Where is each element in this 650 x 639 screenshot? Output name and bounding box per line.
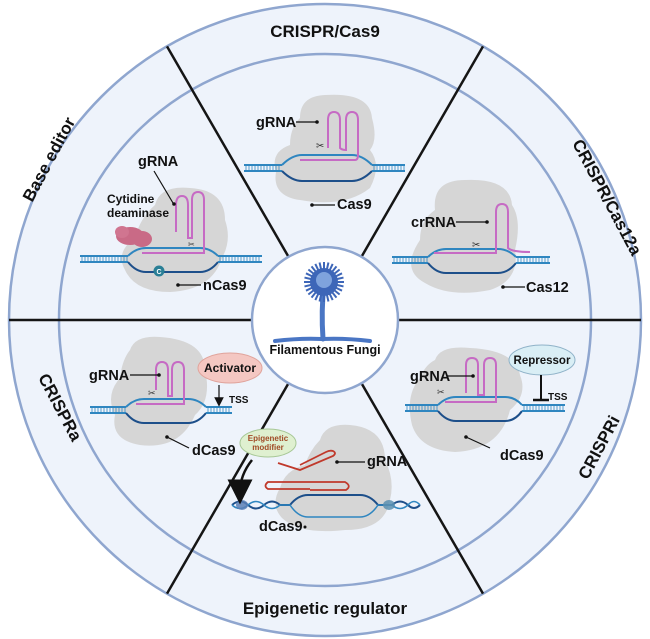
segment-crispr-cas9: ✂ gRNA Cas9: [244, 94, 405, 213]
conidia-spike: [328, 293, 334, 301]
conidia-spike: [318, 294, 323, 302]
dna-duplex: [392, 248, 550, 274]
activator-bubble: [197, 352, 263, 384]
label-protein: nCas9: [203, 278, 247, 294]
conidia-spike: [318, 262, 323, 270]
grna-strand: [264, 481, 350, 491]
segment-crispra: ✂ Activator TSS gRNA dCas9: [89, 336, 263, 459]
conidia-spike: [310, 291, 317, 299]
label-tss: TSS: [229, 395, 249, 406]
edited-base-c: [153, 265, 165, 277]
label-epigenetic-modifier-line2: modifier: [252, 443, 284, 452]
grna-hairpin: [300, 110, 359, 161]
scissors-icon: ✂: [188, 240, 195, 249]
conidia-spike: [305, 286, 313, 292]
pointer-protein: [166, 436, 190, 449]
segment-dividers: [9, 45, 641, 595]
dcas9-protein-shape: [275, 424, 392, 532]
epigenetic-modifier-bubble: [239, 428, 297, 458]
segment-crispr-cas12a: ✂ crRNA Cas12: [392, 179, 569, 296]
conidia-spike: [331, 265, 338, 273]
label-cytidine-deaminase-line1: Cytidine: [107, 192, 155, 206]
label-repressor: Repressor: [514, 355, 571, 367]
dna-duplex: [80, 247, 262, 273]
modification-arrow: [227, 459, 253, 505]
segment-epigenetic-regulator: Epigenetic modifier gRNA dCas9: [227, 424, 421, 535]
dcas9-protein-shape: [409, 347, 523, 452]
nucleosome-icon: [236, 500, 248, 510]
conidia-spike: [333, 268, 341, 275]
scissors-icon: ✂: [472, 240, 480, 251]
label-protein: Cas12: [526, 280, 569, 296]
pointer-grna: [153, 170, 174, 204]
pointer-protein: [465, 436, 491, 449]
cytidine-deaminase-enzyme: [115, 226, 152, 247]
conidia-spike: [336, 276, 344, 281]
label-crrna: crRNA: [411, 215, 457, 231]
ncas9-protein-shape: [121, 187, 228, 292]
cas12-protein-shape: [411, 179, 518, 293]
fungus-conidiophore-icon: [273, 262, 372, 343]
grna-hairpin: [142, 190, 205, 254]
label-grna: gRNA: [367, 454, 408, 470]
segment-divider-4: [360, 382, 485, 595]
grna-hairpin: [136, 360, 185, 405]
label-grna: gRNA: [410, 369, 451, 385]
label-grna: gRNA: [256, 115, 297, 131]
segment-title-epigenetic-regulator: Epigenetic regulator: [243, 599, 408, 618]
label-grna: gRNA: [89, 368, 130, 384]
conidia-spike: [314, 263, 320, 271]
conidia-spike: [304, 276, 312, 281]
dna-duplex: [244, 154, 405, 182]
grna-hairpin: [445, 356, 497, 403]
conidia-spike: [335, 272, 343, 278]
label-cytidine-deaminase-line2: deaminase: [107, 206, 169, 220]
grna-loop: [277, 449, 336, 471]
conidia-spike: [331, 291, 338, 299]
dna-duplex: [90, 398, 232, 424]
center-node: Filamentous Fungi: [250, 245, 400, 395]
conidia-spike: [304, 283, 312, 288]
conidia-spike: [310, 265, 317, 273]
label-activator: Activator: [204, 361, 256, 375]
center-label: Filamentous Fungi: [269, 343, 380, 357]
label-epigenetic-modifier-line1: Epigenetic: [248, 434, 289, 443]
label-grna: gRNA: [138, 154, 179, 170]
label-protein: dCas9: [192, 443, 236, 459]
label-protein: dCas9: [259, 519, 303, 535]
conidia-spike: [335, 286, 343, 292]
conidia-spike: [305, 272, 313, 278]
conidia-spike: [307, 289, 315, 296]
nucleosome-icon: [383, 500, 395, 510]
segment-divider-2: [360, 45, 485, 258]
center-circle: [250, 245, 400, 395]
conidia-spike: [328, 263, 334, 271]
dna-duplex: [405, 396, 565, 422]
scissors-icon: ✂: [148, 388, 156, 398]
conidia-spike: [307, 268, 315, 275]
segment-divider-1: [165, 45, 290, 258]
label-base-c: C: [156, 269, 161, 276]
label-protein: dCas9: [500, 448, 544, 464]
scissors-icon: ✂: [316, 141, 324, 152]
conidia-spike: [325, 262, 330, 270]
segment-crispri: ✂ Repressor TSS gRNA dCas9: [405, 344, 576, 464]
crrna-hairpin: [434, 202, 531, 254]
scissors-icon: ✂: [437, 387, 445, 397]
label-protein: Cas9: [337, 197, 372, 213]
conidia-spike: [333, 289, 341, 296]
segment-title-crispr-cas9: CRISPR/Cas9: [270, 22, 380, 41]
segment-base-editor: ✂ C gRNA Cytidine deaminase nCas9: [80, 154, 262, 294]
conidia-spike: [314, 293, 320, 301]
conidia-spike: [325, 294, 330, 302]
conidia-spike: [336, 283, 344, 288]
label-tss: TSS: [548, 392, 568, 403]
